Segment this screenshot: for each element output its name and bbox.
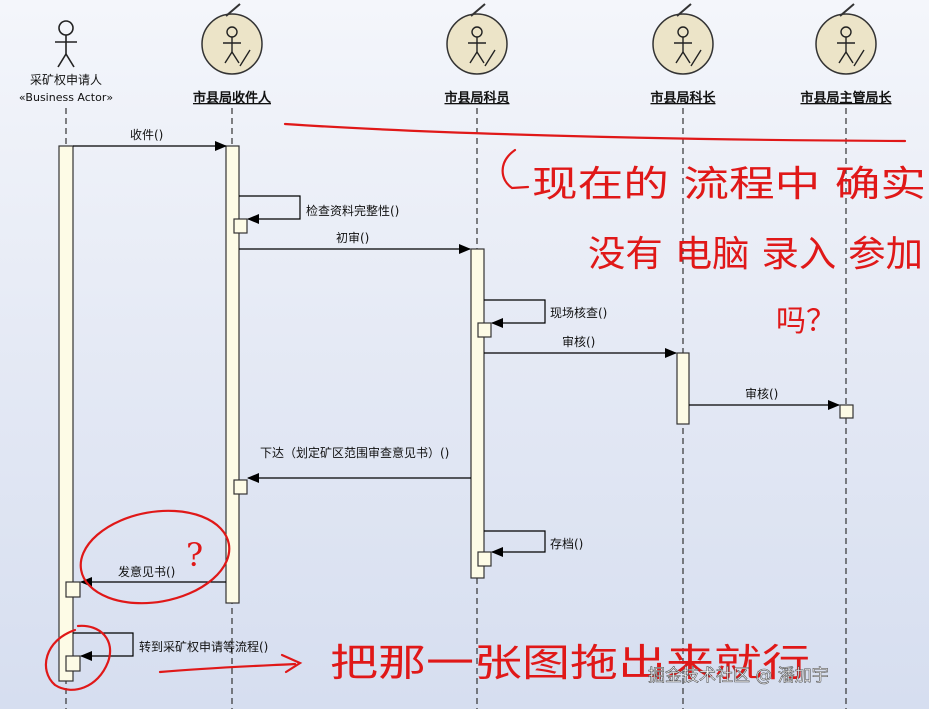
watermark: 掘金技术社区 @ 潘加宇 xyxy=(648,666,829,686)
self-message-arrow xyxy=(239,195,301,224)
activation-box xyxy=(839,404,854,419)
message-label: 转到采矿权申请等流程() xyxy=(139,639,268,654)
stick-figure-icon xyxy=(55,20,77,68)
annotation-text: ? xyxy=(186,536,203,574)
business-worker-icon xyxy=(446,3,508,75)
activation-box xyxy=(65,655,81,672)
self-message-arrow xyxy=(484,299,546,328)
actor-name: 市县局科员 xyxy=(444,90,509,106)
message-arrows xyxy=(73,141,840,661)
annotation-text: 把那一张图拖出来就行 xyxy=(330,641,810,685)
annotation-text: 没有 电脑 录入 参加 xyxy=(588,234,923,275)
arrow-stroke xyxy=(501,148,530,190)
handwritten-annotations xyxy=(44,122,907,691)
actor-applicant: 采矿权申请人 «Business Actor» xyxy=(19,20,113,104)
circle-stroke xyxy=(44,624,112,691)
activation-bar xyxy=(470,248,485,579)
message-label: 审核() xyxy=(745,386,778,401)
actor-name: 采矿权申请人 xyxy=(30,73,102,87)
message-label: 现场核查() xyxy=(550,306,607,320)
message-label: 检查资料完整性() xyxy=(306,203,399,218)
business-worker-icon xyxy=(201,3,263,75)
actor-clerk: 市县局收件人 xyxy=(193,3,272,106)
activations xyxy=(58,145,854,682)
arrow-head-stroke xyxy=(280,653,303,674)
message-label: 审核() xyxy=(562,334,595,349)
actor-name: 市县局科长 xyxy=(650,90,716,106)
actor-section-chief: 市县局科长 xyxy=(650,3,716,106)
message-label: 下达（划定矿区范围审查意见书）() xyxy=(260,445,449,460)
arrow-stroke xyxy=(158,662,297,674)
activation-box xyxy=(477,322,492,338)
activation-box xyxy=(477,551,492,567)
self-message-arrow xyxy=(484,530,546,557)
activation-box xyxy=(65,581,81,598)
actor-stereotype: «Business Actor» xyxy=(19,91,113,104)
actor-staff: 市县局科员 xyxy=(444,3,510,106)
activation-bar xyxy=(58,145,74,682)
actor-name: 市县局主管局长 xyxy=(800,90,892,106)
activation-box xyxy=(233,479,248,495)
message-label: 发意见书() xyxy=(118,564,175,579)
activation-bar xyxy=(225,145,240,604)
business-worker-icon xyxy=(815,3,877,75)
message-label: 收件() xyxy=(130,128,163,142)
message-label: 初审() xyxy=(336,230,369,245)
annotation-text: 吗？ xyxy=(776,304,836,339)
self-message-arrow xyxy=(73,632,134,661)
activation-box xyxy=(233,218,248,234)
activation-bar xyxy=(676,352,690,425)
circle-stroke xyxy=(79,509,231,605)
annotation-text: 现在的 流程中 确实 xyxy=(532,164,926,205)
business-worker-icon xyxy=(652,3,714,75)
message-label: 存档() xyxy=(550,537,583,551)
underline-stroke xyxy=(283,122,907,143)
actor-director: 市县局主管局长 xyxy=(800,3,892,106)
actor-name: 市县局收件人 xyxy=(193,90,272,106)
